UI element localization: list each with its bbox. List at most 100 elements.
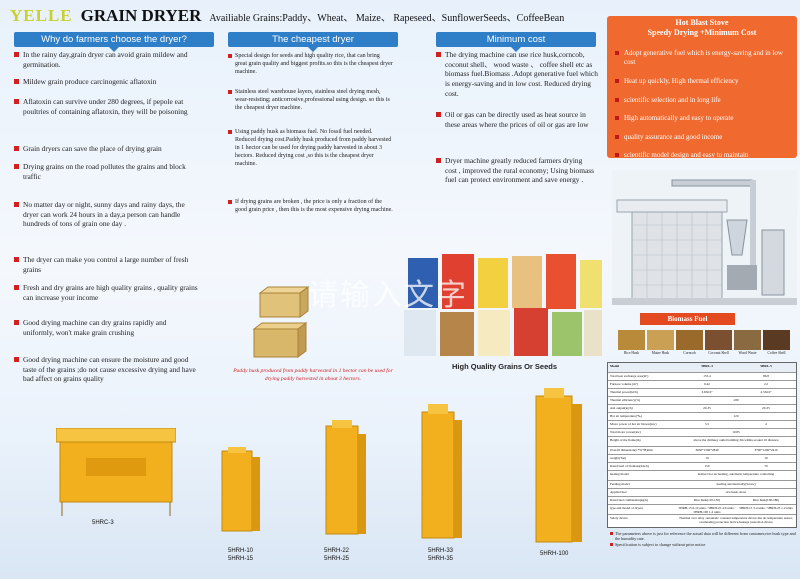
spec-cell: Hot air temperature(℃) <box>610 415 642 418</box>
dryer-5hrc-3-illustration <box>56 428 176 516</box>
model-label: 5HRC-3 <box>92 520 114 526</box>
why-item: In the rainy day,grain dryer can avoid g… <box>14 50 192 69</box>
coffee-shell-tile <box>763 330 790 350</box>
husk-caption: Paddy husk produced from paddy harvested… <box>233 368 393 382</box>
spec-cell: Motor power of hot air blower(kw) <box>610 423 657 426</box>
spec-cell: type and model of dryers <box>610 507 643 510</box>
spec-cell: 4 <box>765 423 767 426</box>
spec-cell: 5HRH-15 3-4 units / 5HRH-25 1-2 units <box>739 507 793 510</box>
spec-cell: Total heat exchange area(m²) <box>610 375 649 378</box>
spec-table: Model 5HRL-4 5HRL-5 Total heat exchange … <box>607 362 797 528</box>
spec-cell: Rice husk(110-130) <box>693 499 721 502</box>
fuel-label: Wood Waste <box>738 351 757 355</box>
spec-cell: 150 <box>704 465 710 468</box>
hot-blast-subtitle: Speedy Drying +Minimum Cost <box>647 28 757 37</box>
cheapest-item: Special design for seeds and high qualit… <box>228 52 393 76</box>
spec-cell: 5HRH-15 6-10 units / 5HRH-25 4-6 units /… <box>678 507 736 514</box>
spec-cell: 86.8 <box>763 375 769 378</box>
why-item: Drying grains on the road pollutes the g… <box>14 162 192 181</box>
hot-blast-title: Hot Blast Stove <box>675 18 729 27</box>
spec-row: Height of the flame(m)above the chimney … <box>608 436 796 446</box>
available-grains: Availiable Grains:Paddy、Wheat、 Maize、 Ra… <box>209 13 565 24</box>
spec-row: Hot air temperature(℃) 120 <box>608 412 796 420</box>
fuel-label: Coffee Shell <box>767 351 786 355</box>
wood-waste-tile <box>734 330 761 350</box>
rice-husk-tile <box>618 330 645 350</box>
spec-cell: 3650*1560*2840 <box>695 449 719 452</box>
spec-cell: 3700*1200*2410 <box>754 449 778 452</box>
spec-cell: 10.85 <box>732 431 740 434</box>
spec-cell: Total motor power(kw) <box>610 431 641 434</box>
maize-husk-tile <box>647 330 674 350</box>
spec-row: Motor power of hot air blower(kw) 5.5 4 <box>608 420 796 428</box>
spec-cell: ≥80 <box>733 399 739 402</box>
spec-cell: indirect hot air heating, automatic temp… <box>697 473 775 476</box>
spec-note: Specification is subject to change witho… <box>610 542 798 547</box>
dryer-5hrh-35-illustration <box>421 404 462 539</box>
hot-blast-item: scientific model design and easy to main… <box>615 151 748 159</box>
coconut-shell-tile <box>705 330 732 350</box>
spec-row: Rated fuel combustion(kg/h)Rice husk(110… <box>608 496 796 504</box>
spec-row: Total heat exchange area(m²) 155.4 86.8 <box>608 372 796 380</box>
why-item: The dryer can make you control a large n… <box>14 255 192 274</box>
cheapest-item: Stainless steel warehouse layers, stainl… <box>228 88 393 112</box>
spec-cell: 2.2 <box>763 383 769 386</box>
cheapest-item: If drying grains are broken , the price … <box>228 198 393 214</box>
why-item: Grain dryers can save the place of dryin… <box>14 144 214 154</box>
spec-cell: 120 <box>733 415 739 418</box>
why-item: Mildew grain produce carcinogenic aflato… <box>14 77 214 87</box>
spec-row: Total motor power(kw) 10.85 <box>608 428 796 436</box>
spec-header-row: Model 5HRL-4 5HRL-5 <box>608 363 796 372</box>
biomass-heading: Biomass Fuel <box>640 313 735 325</box>
minimum-item: Dryer machine greatly reduced farmers dr… <box>436 156 596 185</box>
spec-cell: heating model <box>610 473 629 476</box>
grain-packages-illustration <box>404 254 602 356</box>
hot-blast-stove-illustration <box>612 170 797 305</box>
hot-blast-item: scientific selection and in long life <box>615 96 721 104</box>
spec-row: weight(Ton) 10 10 <box>608 454 796 462</box>
spec-cell: 2.5X10⁵ <box>760 391 772 394</box>
placeholder-watermark: 请输入文字 <box>308 278 468 313</box>
spec-cell: 155.4 <box>703 375 711 378</box>
hot-blast-item: High automatically and easy to operate <box>615 114 733 122</box>
model-label: 5HRH-100 <box>540 551 569 557</box>
spec-cell: 5.5 <box>704 423 710 426</box>
spec-cell: 0.42 <box>704 383 710 386</box>
spec-cell: 20-35 <box>762 407 770 410</box>
why-item: Good drying machine can ensure the moist… <box>14 355 199 384</box>
spec-cell: Height of the flame(m) <box>610 439 641 442</box>
spec-cell: weight(Ton) <box>610 457 627 460</box>
spec-row: type and model of dryers 5HRH-15 6-10 uni… <box>608 504 796 514</box>
minimum-heading: Minimum cost <box>436 32 596 52</box>
corncob-tile <box>676 330 703 350</box>
why-item: Aflatoxin can survive under 280 degrees,… <box>14 97 199 116</box>
dryer-5hrh-10-illustration <box>221 447 260 532</box>
spec-cell: Thermal efficiency(%) <box>610 399 641 402</box>
brand-logo: YELLE <box>10 6 73 25</box>
spec-row: Thermal efficiency(%) ≥80 <box>608 396 796 404</box>
spec-header-cell: 5HRL-4 <box>701 365 713 368</box>
spec-cell: 10 <box>764 457 768 460</box>
why-list: In the rainy day,grain dryer can avoid g… <box>14 50 214 400</box>
spec-cell: Overall dimension(L*W*H)mm <box>610 449 653 452</box>
hot-blast-item: quality assurance and good income <box>615 133 722 141</box>
spec-cell: 10 <box>705 457 709 460</box>
rice-husk-illustration <box>252 286 310 358</box>
cheapest-list: Special design for seeds and high qualit… <box>228 52 398 232</box>
cheapest-item: Using paddy husk as biomass fuel. No fos… <box>228 128 393 168</box>
hot-blast-item: Heat up quickly, High thermal efficiency <box>615 77 739 85</box>
dryer-5hrh-100-illustration <box>535 388 582 543</box>
hot-blast-panel: Hot Blast Stove Speedy Drying +Minimum C… <box>607 16 797 159</box>
why-item: Good drying machine can dry grains rapid… <box>14 318 192 337</box>
spec-note: The parameters above is just for referen… <box>610 531 798 542</box>
spec-cell: Safety device <box>610 517 628 520</box>
minimum-item: Oil or gas can be directly used as heat … <box>436 110 596 129</box>
